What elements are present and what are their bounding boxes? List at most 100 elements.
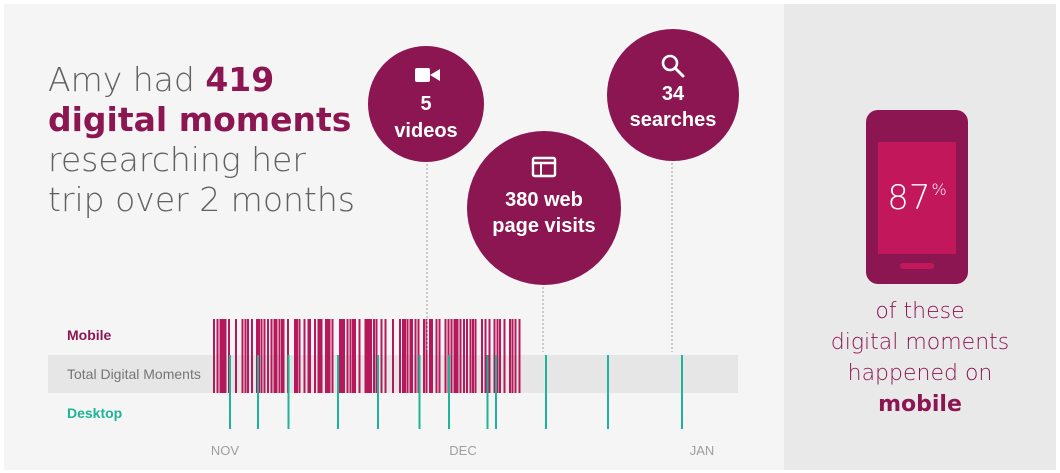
- mobile-event-bar: [499, 319, 501, 393]
- mobile-event-bar: [278, 319, 281, 393]
- desktop-event-bar: [495, 355, 497, 429]
- mobile-event-bar: [466, 319, 468, 393]
- mobile-event-bar: [409, 319, 412, 393]
- mobile-event-bar: [518, 319, 521, 393]
- row-label-total: Total Digital Moments: [67, 366, 201, 382]
- mobile-event-bar: [438, 319, 441, 393]
- mobile-event-bar: [358, 319, 361, 393]
- desktop-event-bar: [448, 355, 450, 429]
- mobile-event-bar: [235, 319, 237, 393]
- x-tick-dec: DEC: [449, 443, 476, 458]
- callout-connectors: [426, 163, 673, 352]
- mobile-event-bar: [343, 319, 345, 393]
- mobile-event-bar: [370, 319, 372, 393]
- headline-line-3: researching her: [48, 140, 306, 179]
- mobile-event-bar: [384, 319, 387, 393]
- mobile-event-bar: [309, 319, 311, 393]
- mobile-event-bar: [281, 319, 283, 393]
- mobile-event-bar: [298, 319, 301, 393]
- mobile-event-bar: [375, 319, 378, 393]
- mobile-event-bar: [216, 319, 219, 393]
- mobile-event-bar: [339, 319, 341, 393]
- mobile-event-bar: [425, 319, 428, 393]
- phone-screen: 87%: [878, 142, 956, 254]
- browser-window-icon: [531, 156, 557, 178]
- mobile-event-bar: [213, 319, 215, 393]
- mobile-event-bar: [247, 319, 249, 393]
- mobile-event-bar: [514, 319, 517, 393]
- callout-searches-circle: [607, 29, 739, 161]
- mobile-event-bar: [404, 319, 406, 393]
- x-axis-ticks: NOV DEC JAN: [211, 443, 714, 458]
- mobile-event-bar: [511, 319, 514, 393]
- mobile-event-bar: [294, 319, 296, 393]
- mobile-event-bar: [349, 319, 352, 393]
- mobile-event-bar: [331, 319, 334, 393]
- desktop-event-bar: [607, 355, 609, 429]
- desktop-event-bar: [377, 355, 379, 429]
- mobile-event-bar: [488, 319, 491, 393]
- mobile-event-bar: [493, 319, 496, 393]
- video-camera-icon: [415, 68, 440, 82]
- mobile-event-bar: [314, 319, 316, 393]
- mobile-event-bar: [319, 319, 322, 393]
- mobile-event-bar: [474, 319, 477, 393]
- mobile-event-bar: [402, 319, 404, 393]
- callout-searches: 34 searches: [607, 29, 739, 161]
- mobile-event-bar: [380, 319, 383, 393]
- mobile-event-bar: [282, 319, 285, 393]
- callout-web-line-2: page visits: [492, 215, 595, 237]
- mobile-percentage: 87%: [887, 178, 946, 218]
- mobile-event-bar: [354, 319, 356, 393]
- mobile-event-bar: [368, 319, 370, 393]
- mobile-event-bar: [481, 319, 483, 393]
- mobile-caption-line-1: of these: [875, 299, 965, 324]
- mobile-event-bar: [219, 319, 222, 393]
- mobile-event-bar: [459, 319, 462, 393]
- mobile-event-bar: [496, 319, 499, 393]
- headline-line-4: trip over 2 months: [48, 180, 355, 219]
- mobile-event-bar: [411, 319, 413, 393]
- x-tick-nov: NOV: [211, 443, 240, 458]
- x-tick-jan: JAN: [690, 443, 715, 458]
- mobile-event-bar: [484, 319, 487, 393]
- mobile-event-bar: [423, 319, 425, 393]
- headline-count: 419: [205, 60, 275, 99]
- headline-line-1: Amy had 419: [48, 60, 368, 100]
- desktop-event-bar: [337, 355, 339, 429]
- mobile-event-bar: [260, 319, 263, 393]
- mobile-event-bar: [328, 319, 331, 393]
- desktop-event-bar: [257, 355, 259, 429]
- desktop-event-bar: [418, 355, 421, 429]
- mobile-percentage-sign: %: [931, 180, 947, 199]
- mobile-caption-line-3: happened on: [847, 361, 993, 386]
- callout-web: 380 web page visits: [467, 131, 621, 285]
- mobile-caption: of these digital moments happened on mob…: [790, 296, 1050, 420]
- mobile-event-bar: [364, 319, 367, 393]
- desktop-event-bar: [486, 355, 489, 429]
- mobile-event-bar: [472, 319, 474, 393]
- mobile-event-bar: [509, 319, 511, 393]
- mobile-event-bar: [435, 319, 438, 393]
- mobile-event-bar: [399, 319, 401, 393]
- mobile-event-bar: [241, 319, 244, 393]
- mobile-event-bar: [244, 319, 247, 393]
- callout-web-line-1: 380 web: [505, 189, 583, 211]
- mobile-event-bar: [392, 319, 394, 393]
- mobile-event-bar: [366, 319, 369, 393]
- mobile-event-bar: [341, 319, 343, 393]
- headline-prefix: Amy had: [48, 60, 206, 99]
- mobile-event-bar: [346, 319, 349, 393]
- mobile-event-bar: [267, 319, 269, 393]
- mobile-event-bar: [431, 319, 433, 393]
- row-label-desktop: Desktop: [67, 405, 122, 421]
- callout-videos-value: 5: [420, 93, 431, 115]
- mobile-event-bar: [414, 319, 417, 393]
- mobile-event-bar: [251, 319, 253, 393]
- phone-illustration: 87%: [866, 110, 968, 284]
- desktop-event-bar: [229, 355, 231, 429]
- mobile-caption-line-2: digital moments: [830, 330, 1010, 355]
- mobile-percentage-value: 87: [887, 178, 931, 218]
- headline-highlight: digital moments: [48, 100, 352, 139]
